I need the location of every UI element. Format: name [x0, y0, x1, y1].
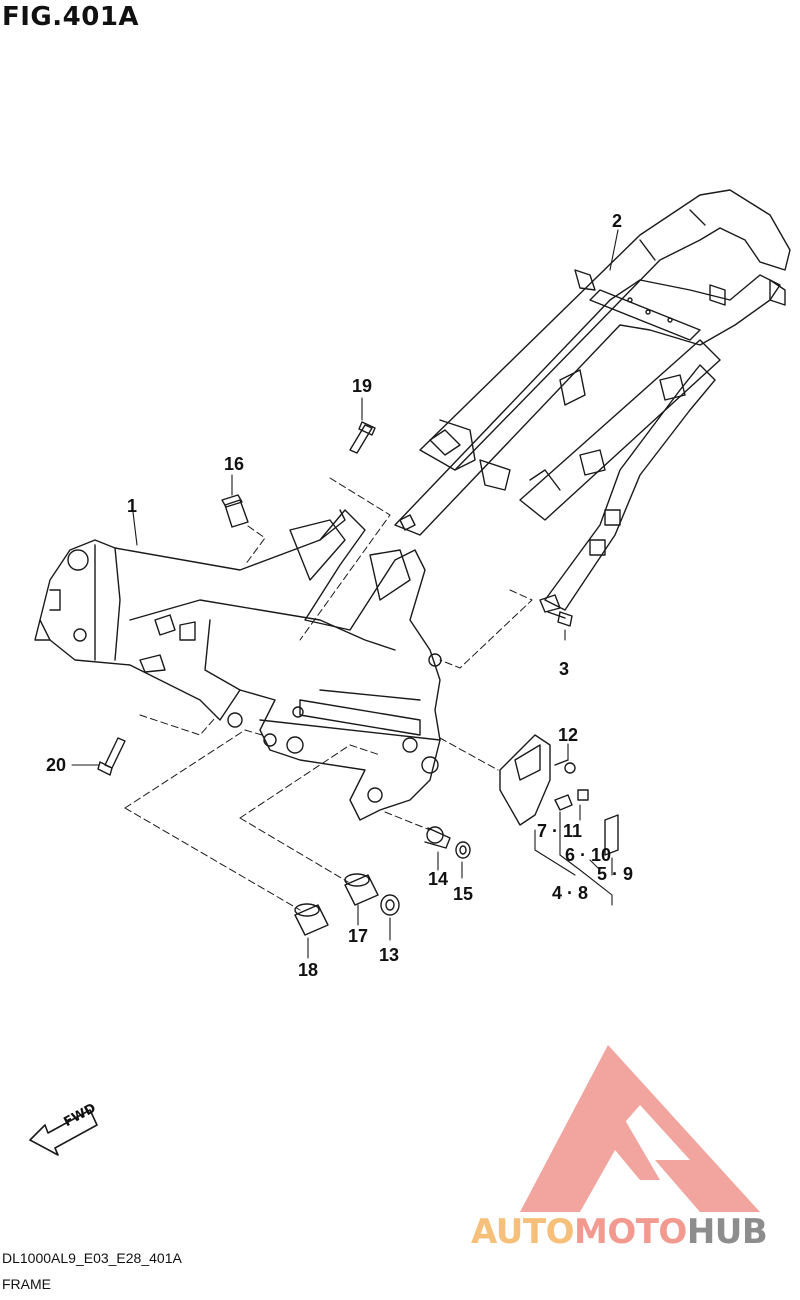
dashed-guides [124, 477, 533, 911]
callout-20: 20 [46, 755, 67, 775]
callout-5-9: 5 · 9 [597, 864, 634, 884]
callout-1: 1 [127, 496, 138, 516]
watermark-text: AUTOMOTOHUB [471, 1212, 768, 1252]
footer-code: DL1000AL9_E03_E28_401A [2, 1250, 182, 1266]
fwd-arrow-icon [29, 1109, 98, 1156]
collar-17 [344, 873, 379, 906]
callout-16: 16 [224, 454, 245, 474]
callout-2: 2 [612, 211, 623, 231]
nut-13 [380, 894, 400, 916]
callout-12: 12 [558, 725, 579, 745]
nut-15 [455, 841, 471, 859]
bush-14 [424, 826, 451, 849]
callout-13: 13 [379, 945, 400, 965]
callout-4-8: 4 · 8 [552, 883, 589, 903]
rear-subframe [394, 189, 791, 613]
screw-12 [554, 759, 576, 774]
callout-17: 17 [348, 926, 369, 946]
callout-3: 3 [559, 659, 570, 679]
labels-4-11 [554, 789, 619, 856]
callout-15: 15 [453, 884, 474, 904]
callout-19: 19 [352, 376, 373, 396]
watermark-auto: AUTO [471, 1212, 574, 1252]
watermark-moto: MOTO [573, 1212, 687, 1252]
watermark-hub: HUB [686, 1212, 768, 1252]
callout-6-10: 6 · 10 [565, 845, 612, 865]
bolt-19 [349, 421, 376, 454]
bolt-3 [547, 611, 573, 627]
collar-16 [221, 494, 249, 528]
bolt-20 [97, 737, 126, 776]
callout-14: 14 [428, 869, 449, 889]
main-frame [34, 509, 442, 821]
leader-lines [71, 229, 619, 959]
watermark-logo [520, 1045, 760, 1212]
callout-18: 18 [298, 960, 319, 980]
cover-plate [499, 734, 551, 826]
spacer-18 [294, 903, 329, 936]
callout-7-11: 7 · 11 [537, 821, 583, 841]
footer-name: FRAME [2, 1276, 51, 1292]
figure-title: FIG.401A [2, 2, 140, 32]
